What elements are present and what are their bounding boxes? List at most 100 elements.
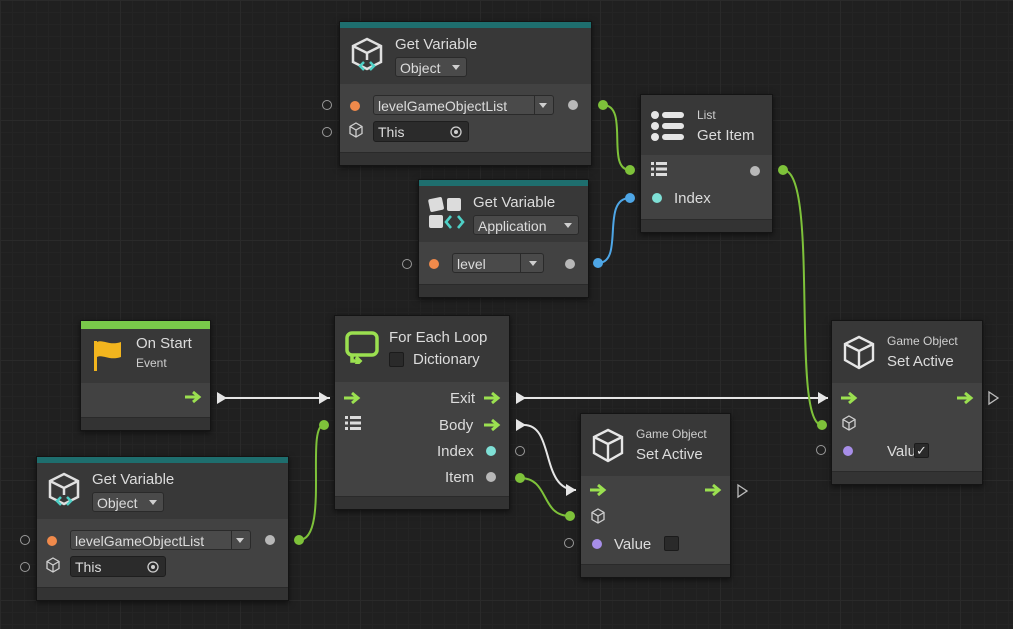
target-field[interactable]: This — [70, 556, 166, 577]
node-body — [641, 155, 772, 219]
node-set-active-mid[interactable]: Game Object Set Active Value — [580, 413, 731, 578]
target-field-value: This — [75, 559, 102, 575]
name-input-port[interactable] — [402, 259, 412, 269]
value-checkbox[interactable]: ✓ — [914, 443, 929, 458]
gameobject-cube-icon — [843, 335, 875, 370]
node-footer — [37, 587, 288, 600]
value-input-port[interactable] — [816, 445, 826, 455]
flow-arrow-start — [217, 392, 227, 404]
value-port-dot — [592, 539, 602, 549]
value-checkbox[interactable] — [664, 536, 679, 551]
node-header-bar — [37, 457, 288, 463]
chevron-down-icon — [529, 261, 537, 266]
node-header-bar — [419, 180, 588, 186]
index-port-dot — [652, 193, 662, 203]
exit-output-arrow-icon[interactable] — [483, 391, 501, 405]
dictionary-checkbox[interactable] — [389, 352, 404, 367]
variable-name-dropdown[interactable]: levelGameObjectList — [70, 530, 251, 550]
flag-icon — [94, 341, 121, 371]
body-label: Body — [439, 417, 474, 434]
node-body — [81, 383, 210, 417]
node-subtitle: Event — [136, 356, 167, 370]
flow-output-arrow-icon[interactable] — [704, 483, 722, 497]
node-footer — [340, 152, 591, 165]
body-output-arrow-icon[interactable] — [483, 418, 501, 432]
node-title: For Each Loop — [389, 329, 488, 346]
chevron-down-icon — [149, 500, 157, 505]
variable-name-dropdown[interactable]: level — [452, 253, 544, 273]
node-subtitle: List — [697, 108, 716, 122]
item-output-port[interactable] — [750, 166, 760, 176]
node-footer — [419, 284, 588, 297]
value-output-port[interactable] — [568, 100, 578, 110]
gameobject-cube-icon — [46, 557, 60, 573]
node-on-start[interactable]: On Start Event — [80, 320, 211, 431]
variable-name-value: levelGameObjectList — [75, 533, 205, 549]
value-port-dot — [843, 446, 853, 456]
node-get-variable-bottom[interactable]: Get Variable Object levelGameObjectList … — [36, 456, 289, 601]
index-label: Index — [437, 443, 474, 460]
flow-output-arrow-icon[interactable] — [184, 390, 202, 404]
value-input-port[interactable] — [564, 538, 574, 548]
list-input-icon — [651, 162, 667, 176]
name-port-dot — [429, 259, 439, 269]
flow-arrow-exit-out — [516, 392, 526, 404]
index-output-port[interactable] — [486, 446, 496, 456]
object-wire-list — [602, 104, 631, 171]
node-get-variable-application[interactable]: Get Variable Application level — [418, 179, 589, 298]
dictionary-label: Dictionary — [413, 351, 480, 368]
name-port-dot — [350, 101, 360, 111]
variable-kind-value: Object — [97, 495, 138, 511]
gameobject-cube-icon — [349, 122, 363, 138]
variable-kind-dropdown[interactable]: Object — [92, 492, 164, 512]
node-get-variable-top[interactable]: Get Variable Object levelGameObjectList … — [339, 21, 592, 166]
target-input-port[interactable] — [322, 127, 332, 137]
index-open-port[interactable] — [515, 446, 525, 456]
node-title: Get Variable — [473, 194, 556, 211]
event-header-bar — [81, 321, 210, 329]
chevron-down-icon — [452, 65, 460, 70]
variable-kind-dropdown[interactable]: Application — [473, 215, 579, 235]
node-for-each-loop[interactable]: For Each Loop Dictionary Exit Body Index… — [334, 315, 510, 510]
variable-kind-dropdown[interactable]: Object — [395, 57, 467, 77]
flow-arrow-loop-in — [319, 392, 329, 404]
node-subtitle: Game Object — [887, 334, 958, 348]
target-cube-icon — [591, 508, 605, 524]
target-input-port[interactable] — [20, 562, 30, 572]
variable-name-value: levelGameObjectList — [378, 98, 508, 114]
variable-name-dropdown[interactable]: levelGameObjectList — [373, 95, 554, 115]
object-picker-icon[interactable] — [147, 561, 159, 573]
item-label: Item — [445, 469, 475, 486]
exit-label: Exit — [450, 390, 476, 407]
object-wire-item — [782, 169, 823, 426]
name-input-port[interactable] — [20, 535, 30, 545]
node-title: On Start — [136, 335, 192, 352]
item-output-port[interactable] — [486, 472, 496, 482]
value-output-port[interactable] — [265, 535, 275, 545]
node-title: Get Variable — [92, 471, 175, 488]
target-field-value: This — [378, 124, 405, 140]
node-header-bar — [340, 22, 591, 28]
name-input-port[interactable] — [322, 100, 332, 110]
variable-kind-value: Object — [400, 60, 441, 76]
flow-input-arrow-icon — [590, 483, 607, 497]
index-label: Index — [674, 190, 711, 207]
variable-cube-icon — [351, 37, 383, 71]
target-field[interactable]: This — [373, 121, 469, 142]
chevron-down-icon — [236, 538, 244, 543]
object-wire-loop-item — [519, 477, 571, 517]
value-output-port[interactable] — [565, 259, 575, 269]
flow-output-arrow-icon[interactable] — [956, 391, 974, 405]
flow-out-right-open — [988, 390, 1000, 406]
value-label: Value — [614, 536, 652, 553]
node-list-get-item[interactable]: List Get Item Index — [640, 94, 773, 233]
node-footer — [832, 471, 982, 484]
collection-input-icon — [345, 416, 361, 430]
chevron-down-icon — [564, 223, 572, 228]
object-picker-icon[interactable] — [450, 126, 462, 138]
list-icon — [651, 111, 684, 141]
node-footer — [581, 564, 730, 577]
node-set-active-right[interactable]: Game Object Set Active Value ✓ — [831, 320, 983, 485]
node-title: Set Active — [887, 353, 954, 370]
int-wire-index — [597, 197, 631, 264]
